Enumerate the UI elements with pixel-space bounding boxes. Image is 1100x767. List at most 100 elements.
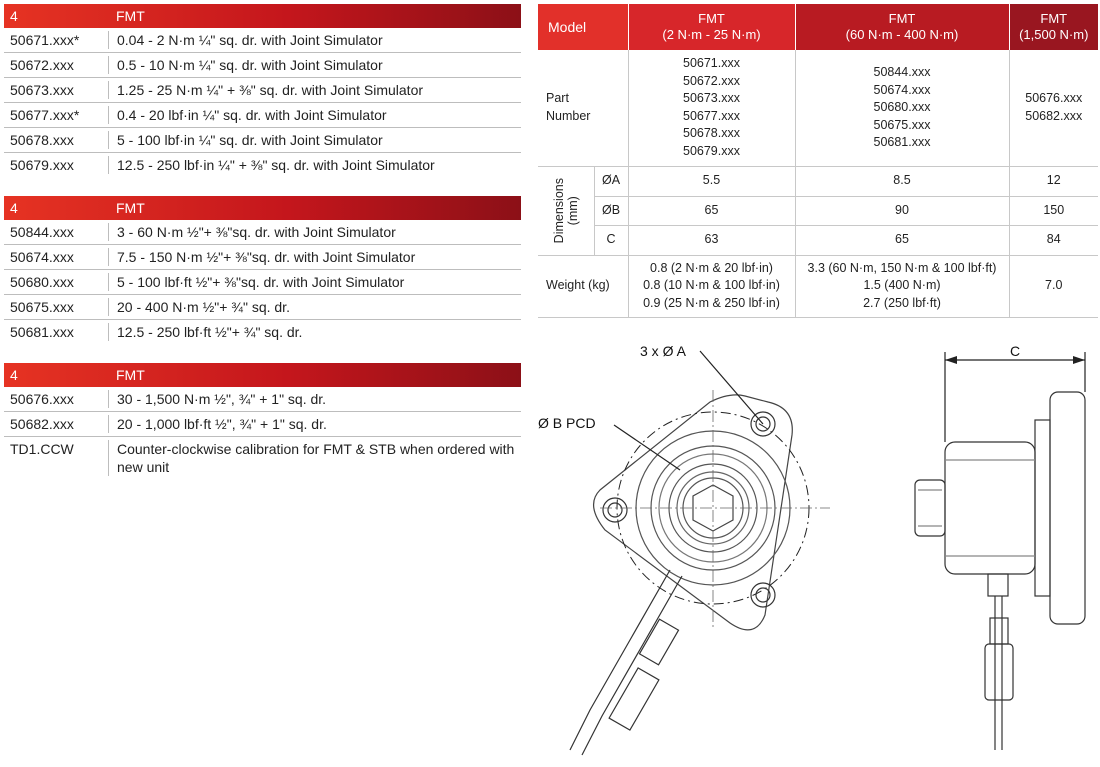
- part-number-item: 50674.xxx: [873, 82, 931, 97]
- group-3-name: FMT: [1040, 11, 1068, 26]
- part-description: 12.5 - 250 lbf·ft ½"+ ¾" sq. dr.: [108, 323, 521, 341]
- part-description: 20 - 400 N·m ½"+ ¾" sq. dr.: [108, 298, 521, 316]
- weight-label: Weight (kg): [538, 255, 628, 318]
- part-number-item: 50673.xxx: [683, 91, 740, 106]
- part-number-item: 50675.xxx: [873, 117, 931, 132]
- part-description: 12.5 - 250 lbf·in ¼" + ⅜" sq. dr. with J…: [108, 156, 521, 174]
- part-number: 50671.xxx*: [10, 32, 80, 48]
- part-description: 5 - 100 lbf·in ¼" sq. dr. with Joint Sim…: [108, 131, 521, 149]
- part-number-item: 50676.xxx: [1025, 91, 1083, 106]
- technical-drawing: 3 x Ø A Ø B PCD C: [538, 343, 1086, 756]
- part-description: 0.4 - 20 lbf·in ¼" sq. dr. with Joint Si…: [108, 106, 521, 124]
- part-numbers-g2: 50844.xxx 50674.xxx 50680.xxx 50675.xxx …: [794, 50, 1009, 167]
- part-description: 7.5 - 150 N·m ½"+ ⅜"sq. dr. with Joint S…: [108, 248, 521, 266]
- part-number: 50680.xxx: [10, 274, 74, 290]
- part-number: 50675.xxx: [10, 299, 74, 315]
- table-row: TD1.CCW Counter-clockwise calibration for…: [4, 437, 521, 479]
- part-number: TD1.CCW: [10, 441, 74, 457]
- side-view: [914, 352, 1086, 750]
- table-row: 50677.xxx* 0.4 - 20 lbf·in ¼" sq. dr. wit…: [4, 103, 521, 128]
- part-number: 50682.xxx: [10, 416, 74, 432]
- weight-g2: 3.3 (60 N·m, 150 N·m & 100 lbf·ft) 1.5 (…: [794, 255, 1009, 318]
- weight-row: Weight (kg) 0.8 (2 N·m & 20 lbf·in) 0.8 …: [538, 255, 1098, 318]
- spec-header-row: Model FMT(2 N·m - 25 N·m) FMT(60 N·m - 4…: [538, 4, 1098, 50]
- group-3-range: (1,500 N·m): [1019, 27, 1089, 42]
- part-number-item: 50682.xxx: [1025, 108, 1083, 123]
- part-number: 50681.xxx: [10, 324, 74, 340]
- part-label-line-2: Number: [546, 108, 591, 123]
- part-number-item: 50672.xxx: [683, 73, 740, 88]
- dimension-row-a: Dimensions(mm) ØA 5.5 8.5 12: [538, 166, 1098, 256]
- part-description: 20 - 1,000 lbf·ft ½", ¾" + 1" sq. dr.: [108, 415, 521, 433]
- part-description: Counter-clockwise calibration for FMT & …: [108, 440, 521, 476]
- part-table-1: 4 FMT 50671.xxx* 0.04 - 2 N·m ¼" sq. dr. …: [4, 4, 521, 177]
- dimension-value: 12: [1008, 166, 1098, 197]
- part-number: 50674.xxx: [10, 249, 74, 265]
- label-pcd: Ø B PCD: [538, 415, 596, 431]
- part-number: 50673.xxx: [10, 82, 74, 98]
- dimension-value: 84: [1008, 225, 1098, 256]
- table-row: 50674.xxx 7.5 - 150 N·m ½"+ ⅜"sq. dr. wit…: [4, 245, 521, 270]
- table-row: 50675.xxx 20 - 400 N·m ½"+ ¾" sq. dr.: [4, 295, 521, 320]
- dimension-value: 65: [627, 196, 795, 226]
- table-header: 4 FMT: [4, 196, 521, 220]
- group-header-2: FMT(60 N·m - 400 N·m): [794, 4, 1009, 50]
- table-header: 4 FMT: [4, 363, 521, 387]
- part-description: 30 - 1,500 N·m ½", ¾" + 1" sq. dr.: [108, 390, 521, 408]
- part-number-item: 50844.xxx: [873, 65, 931, 79]
- weight-g1: 0.8 (2 N·m & 20 lbf·in) 0.8 (10 N·m & 10…: [627, 255, 795, 318]
- part-number-item: 50677.xxx: [683, 108, 740, 123]
- model-header: Model: [538, 4, 628, 50]
- group-header-1: FMT(2 N·m - 25 N·m): [627, 4, 795, 50]
- part-numbers-g1: 50671.xxx 50672.xxx 50673.xxx 50677.xxx …: [627, 50, 795, 167]
- part-number: 50677.xxx*: [10, 107, 80, 123]
- part-numbers-g3: 50676.xxx 50682.xxx: [1008, 50, 1098, 167]
- group-1-range: (2 N·m - 25 N·m): [662, 27, 761, 42]
- table-row: 50681.xxx 12.5 - 250 lbf·ft ½"+ ¾" sq. dr…: [4, 320, 521, 344]
- group-header-3: FMT(1,500 N·m): [1008, 4, 1098, 50]
- dimensions-label-line-1: Dimensions: [551, 177, 566, 244]
- part-label-line-1: Part: [546, 91, 569, 106]
- dimensions-label: Dimensions(mm): [538, 166, 594, 256]
- weight-item: 0.9 (25 N·m & 250 lbf·in): [643, 295, 780, 310]
- dimension-value: 5.5: [627, 166, 795, 197]
- table-row: 50682.xxx 20 - 1,000 lbf·ft ½", ¾" + 1" s…: [4, 412, 521, 437]
- dimensions-label-line-2: (mm): [565, 195, 580, 226]
- dimension-name: ØA: [593, 166, 628, 197]
- header-col-1: 4: [10, 8, 18, 24]
- part-number-item: 50671.xxx: [683, 56, 740, 71]
- weight-g3: 7.0: [1008, 255, 1098, 318]
- dimension-value: 63: [627, 225, 795, 256]
- dimension-row-c: C 63 65 84: [538, 225, 1098, 256]
- header-col-2: FMT: [116, 200, 145, 216]
- weight-item: 3.3 (60 N·m, 150 N·m & 100 lbf·ft): [807, 260, 997, 275]
- part-number-item: 50678.xxx: [683, 126, 740, 141]
- table-row: 50671.xxx* 0.04 - 2 N·m ¼" sq. dr. with J…: [4, 28, 521, 53]
- spec-table: Model FMT(2 N·m - 25 N·m) FMT(60 N·m - 4…: [538, 4, 1098, 318]
- header-col-1: 4: [10, 367, 18, 383]
- front-view: [569, 350, 830, 756]
- part-description: 0.04 - 2 N·m ¼" sq. dr. with Joint Simul…: [108, 31, 521, 49]
- label-c: C: [1010, 343, 1020, 359]
- part-number-item: 50681.xxx: [873, 135, 931, 149]
- table-header: 4 FMT: [4, 4, 521, 28]
- header-col-2: FMT: [116, 367, 145, 383]
- dimension-value: 65: [794, 225, 1009, 256]
- dimension-row-b: ØB 65 90 150: [538, 196, 1098, 226]
- header-col-2: FMT: [116, 8, 145, 24]
- dimension-value: 150: [1008, 196, 1098, 226]
- header-col-1: 4: [10, 200, 18, 216]
- weight-item: 0.8 (2 N·m & 20 lbf·in): [650, 260, 773, 275]
- dimension-value: 90: [794, 196, 1009, 226]
- part-number-item: 50680.xxx: [873, 100, 931, 114]
